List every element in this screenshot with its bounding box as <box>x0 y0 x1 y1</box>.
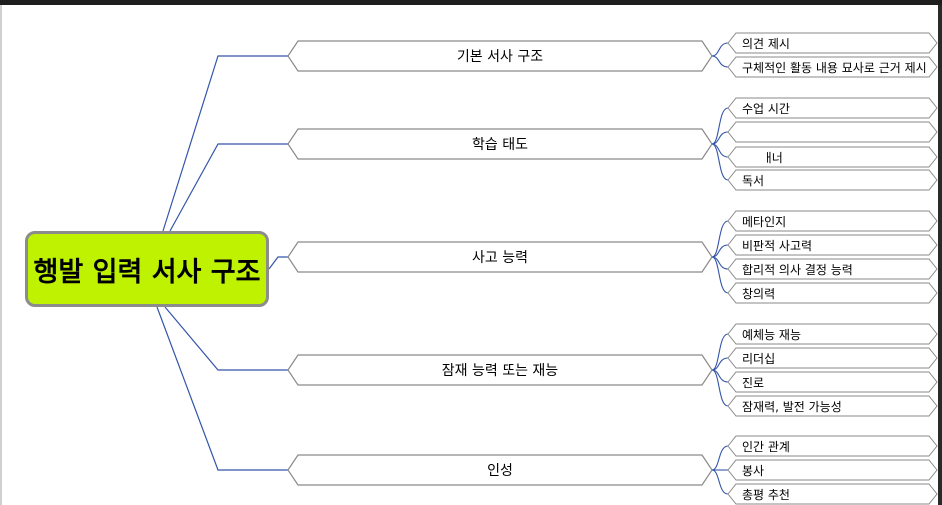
branch-to-leaf-line <box>711 469 729 495</box>
branch-to-leaf-line <box>711 369 729 407</box>
leaf-node-shape <box>727 32 938 54</box>
branch-to-leaf-line <box>711 220 729 258</box>
leaf-node-shape <box>727 282 938 304</box>
root-to-branch-line <box>164 306 288 371</box>
leaf-node-shape <box>727 97 938 119</box>
branch-to-leaf-line <box>711 357 729 371</box>
leaf-node-shape <box>727 169 938 191</box>
root-to-branch-line <box>156 306 288 471</box>
obscured-text-mask <box>737 150 767 164</box>
root-to-branch-line <box>162 55 288 232</box>
branch-node-shape <box>287 40 713 72</box>
branch-node-shape <box>287 128 713 160</box>
branch-to-leaf-line <box>711 42 729 57</box>
left-edge <box>0 5 2 505</box>
branch-to-leaf-line <box>711 55 729 68</box>
leaf-node-shape <box>727 323 938 345</box>
leaf-node-shape <box>727 483 938 505</box>
branch-node-shape <box>287 354 713 386</box>
branch-node-shape <box>287 241 713 273</box>
root-node[interactable]: 행발 입력 서사 구조 <box>25 231 269 307</box>
branch-to-leaf-line <box>711 131 729 145</box>
leaf-node-shape <box>727 56 938 78</box>
branch-to-leaf-line <box>711 445 729 471</box>
leaf-node-shape <box>727 347 938 369</box>
branch-to-leaf-line <box>711 107 729 145</box>
leaf-node-shape <box>727 258 938 280</box>
branch-to-leaf-line <box>711 256 729 294</box>
leaf-node-shape <box>727 459 938 481</box>
leaf-node-shape <box>727 121 938 143</box>
root-to-branch-line <box>169 143 288 232</box>
branch-node-shape <box>287 454 713 486</box>
leaf-node-shape <box>727 395 938 417</box>
window-top-bar <box>0 0 942 5</box>
branch-to-leaf-line <box>711 244 729 258</box>
leaf-node-shape <box>727 146 938 168</box>
leaf-node-shape <box>727 371 938 393</box>
branch-to-leaf-line <box>711 333 729 371</box>
root-to-branch-line <box>268 256 288 270</box>
leaf-node-shape <box>727 435 938 457</box>
window-right-edge <box>938 5 942 505</box>
leaf-node-shape <box>727 234 938 256</box>
obscured-text-mask <box>737 126 767 140</box>
leaf-node-shape <box>727 210 938 232</box>
branch-to-leaf-line <box>711 143 729 181</box>
